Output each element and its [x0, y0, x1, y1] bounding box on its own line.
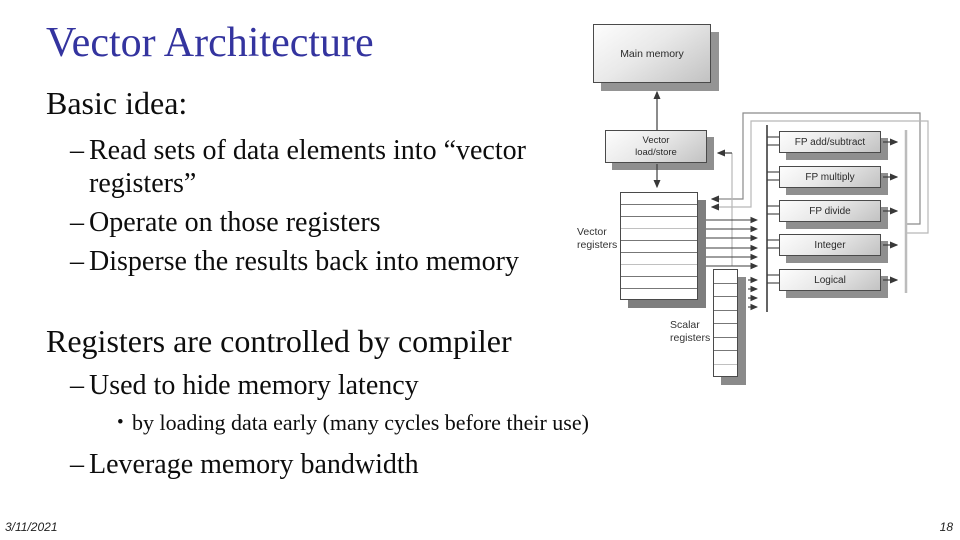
vector-registers-box — [620, 192, 698, 300]
fu-fp-multiply-box: FP multiply — [779, 166, 881, 188]
bullet-item: – Read sets of data elements into “vecto… — [70, 134, 548, 200]
fu-input-bus — [766, 125, 779, 312]
dash-marker: – — [70, 449, 84, 480]
page-number: 18 — [939, 520, 953, 534]
bullet-text: Disperse the results back into memory — [89, 246, 520, 277]
scalar-registers-label: Scalar registers — [670, 319, 710, 345]
scalar-registers-label-line1: Scalar — [670, 319, 700, 331]
load-store-label-line1: Vector — [642, 135, 670, 146]
main-memory-box: Main memory — [593, 24, 711, 83]
bullet-text: Operate on those registers — [89, 207, 381, 238]
fu-logical-box: Logical — [779, 269, 881, 291]
load-store-label-line2: load/store — [635, 146, 677, 158]
bullet-item: – Operate on those registers — [70, 206, 548, 239]
fu-fp-divide-box: FP divide — [779, 200, 881, 222]
scalar-registers-box — [713, 269, 738, 377]
bullet-item: – Used to hide memory latency — [70, 369, 419, 402]
sub-bullet-text: by loading data early (many cycles befor… — [132, 410, 589, 435]
bullet-list-basic-idea: – Read sets of data elements into “vecto… — [70, 134, 548, 278]
dash-marker: – — [70, 135, 84, 166]
scalar-register-output-arrows — [748, 276, 759, 311]
vector-load-store-box: Vector load/store — [605, 130, 707, 163]
scalar-registers-label-line2: registers — [670, 332, 711, 344]
bullet-text: Leverage memory bandwidth — [89, 449, 419, 480]
bullet-item: – Disperse the results back into memory — [70, 245, 548, 278]
bullet-text: Used to hide memory latency — [89, 370, 419, 401]
slide-title: Vector Architecture — [46, 20, 374, 66]
vector-registers-label-line2: registers — [577, 239, 618, 251]
dot-marker: • — [117, 412, 124, 433]
vector-registers-label: Vector registers — [577, 226, 617, 252]
heading-registers-compiler: Registers are controlled by compiler — [46, 323, 512, 359]
heading-basic-idea: Basic idea: — [46, 85, 188, 121]
vector-register-output-arrows — [706, 216, 759, 270]
dash-marker: – — [70, 246, 84, 277]
fu-fp-add-subtract-box: FP add/subtract — [779, 131, 881, 153]
footer-date: 3/11/2021 — [5, 520, 58, 534]
vector-registers-label-line1: Vector — [577, 226, 607, 238]
fu-output-arrows — [883, 138, 899, 284]
dash-marker: – — [70, 370, 84, 401]
dash-marker: – — [70, 207, 84, 238]
sub-bullet-item: • by loading data early (many cycles bef… — [117, 410, 589, 436]
bullet-text: Read sets of data elements into “vector … — [89, 135, 526, 199]
fu-integer-box: Integer — [779, 234, 881, 256]
bullet-item: – Leverage memory bandwidth — [70, 448, 419, 481]
